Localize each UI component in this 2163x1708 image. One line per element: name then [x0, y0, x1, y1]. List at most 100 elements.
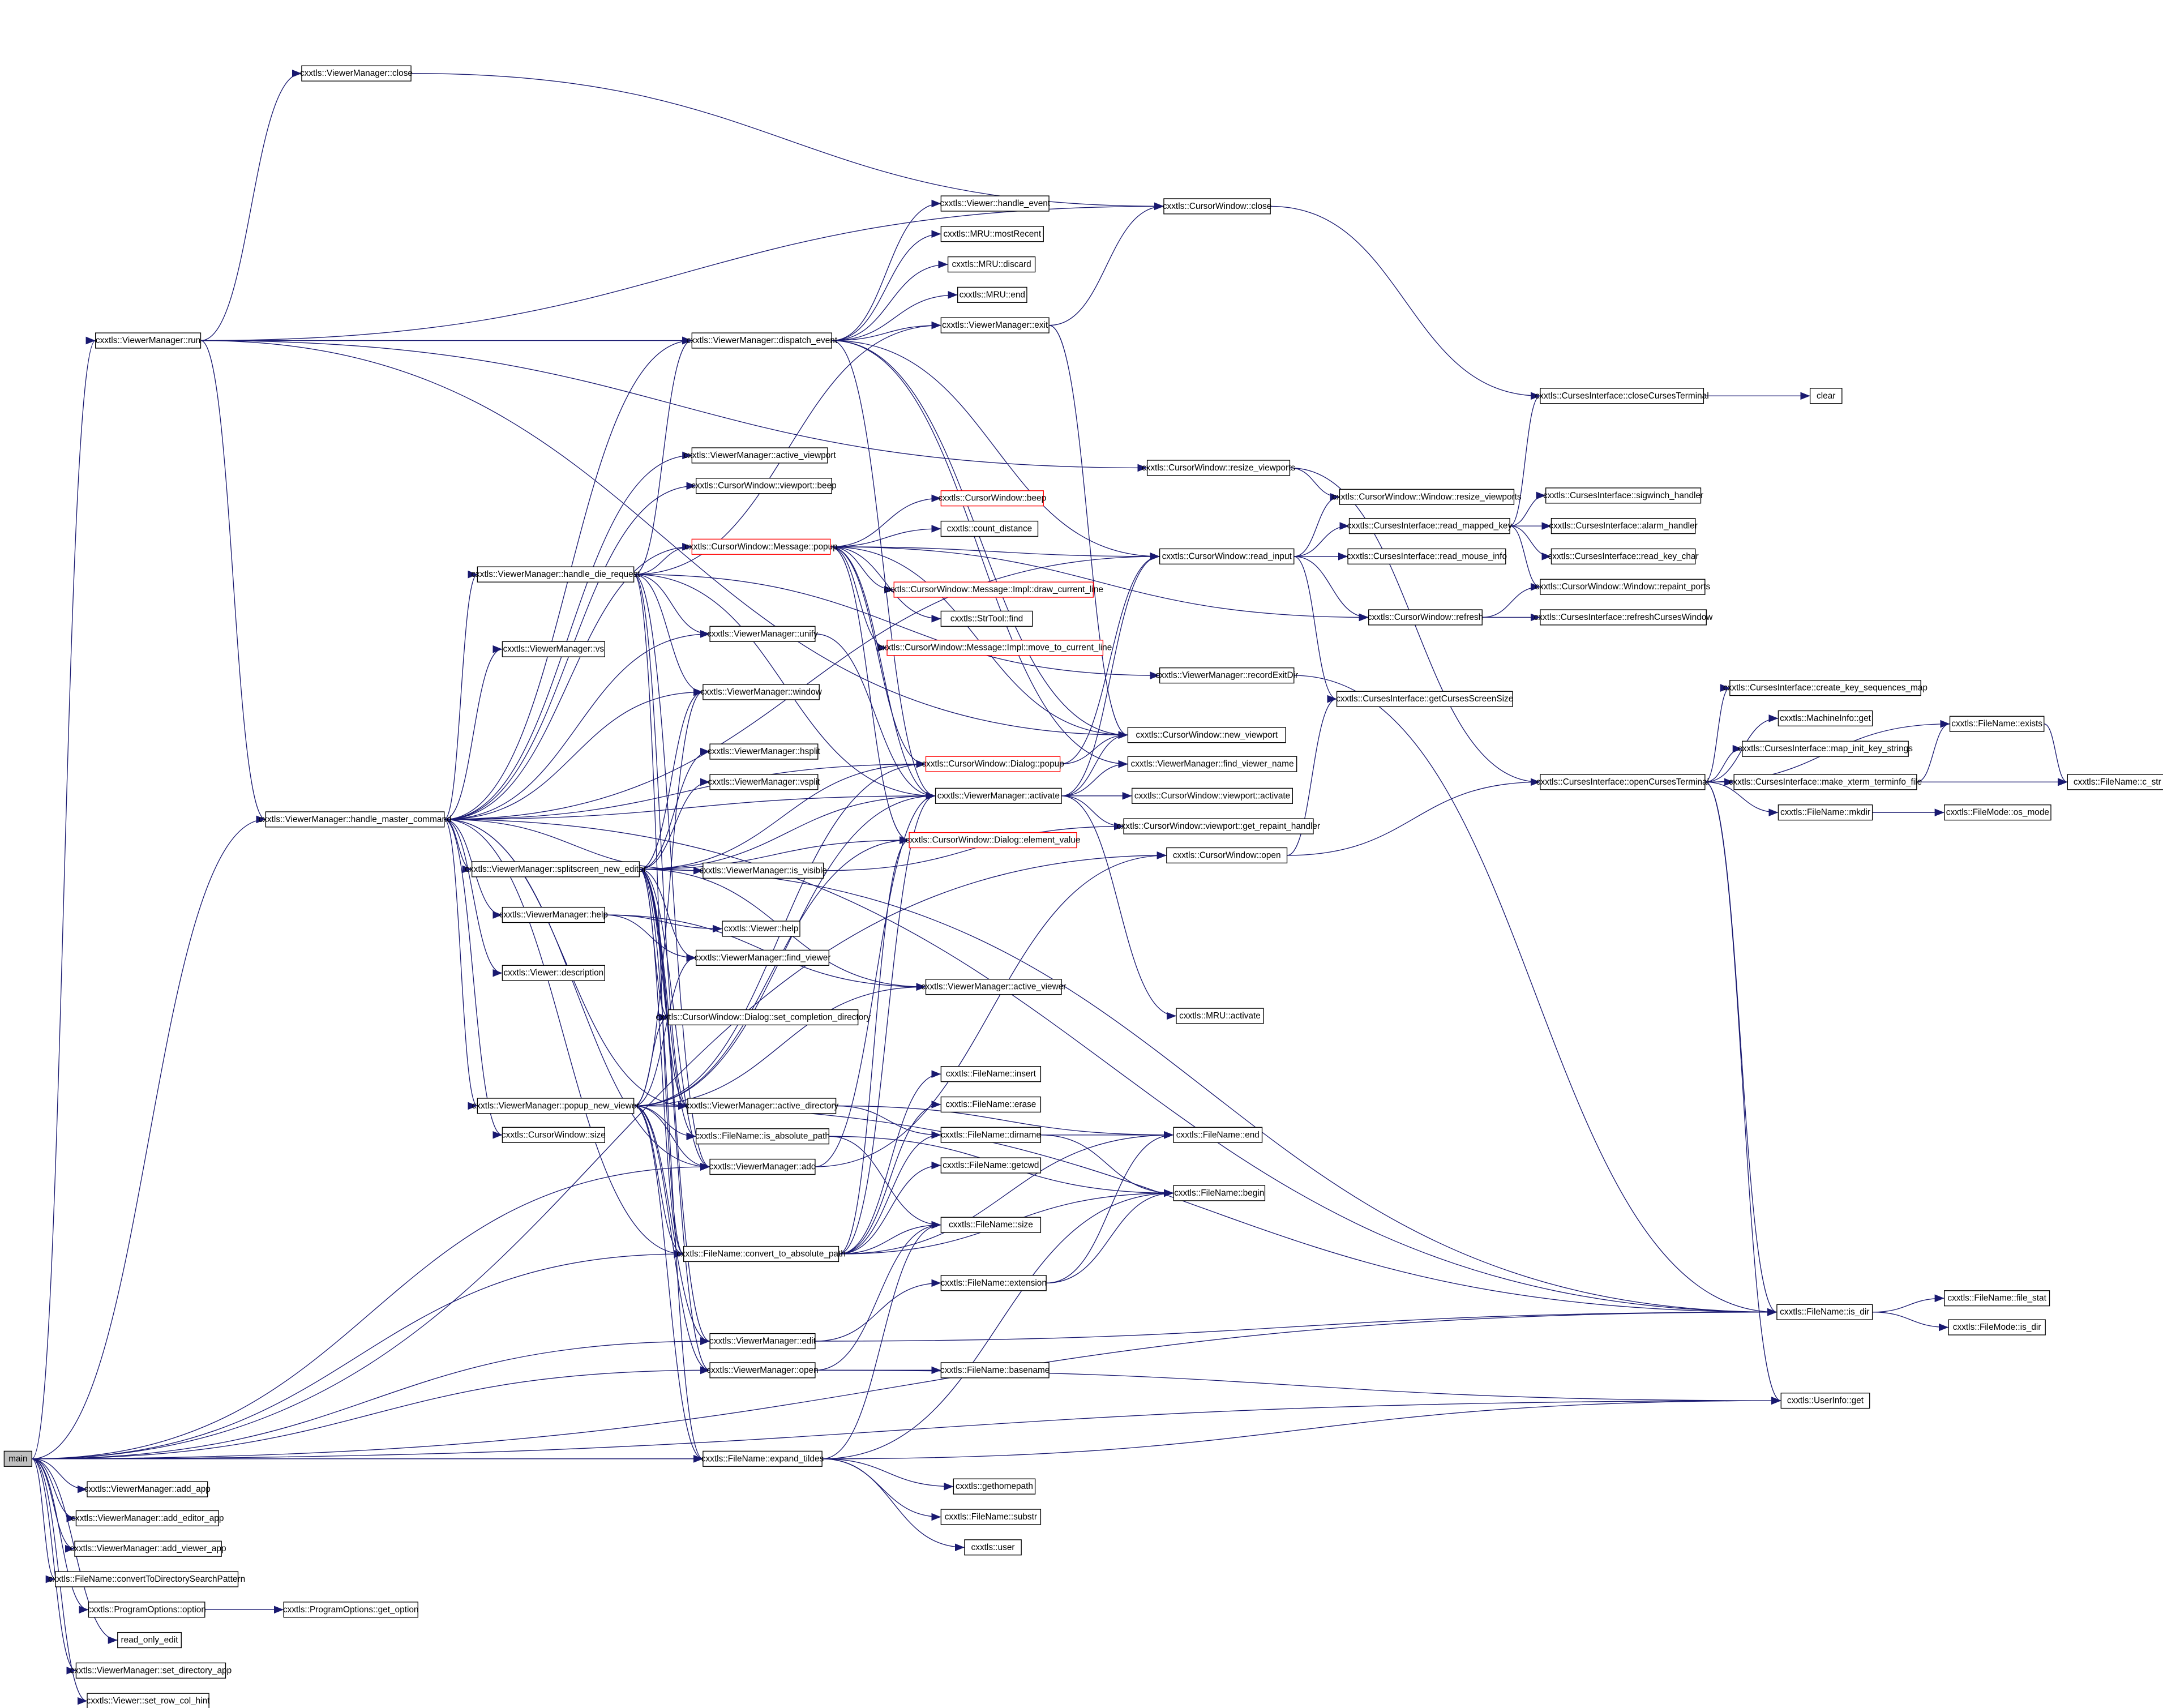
- function-node-vm-popup-new[interactable]: cxxtls::ViewerManager::popup_new_viewer: [472, 1098, 640, 1114]
- function-node-dlg-popup[interactable]: cxxtls::CursorWindow::Dialog::popup: [922, 756, 1064, 772]
- function-node-dlg-setdir[interactable]: cxxtls::CursorWindow::Dialog::set_comple…: [656, 1009, 871, 1026]
- function-node-machine-get[interactable]: cxxtls::MachineInfo::get: [1777, 710, 1873, 727]
- function-node-read-only[interactable]: read_only_edit: [117, 1632, 182, 1649]
- function-node-ci-sigwinch[interactable]: cxxtls::CursesInterface::sigwinch_handle…: [1543, 487, 1703, 504]
- function-node-vm-add-editor[interactable]: cxxtls::ViewerManager::add_editor_app: [71, 1510, 224, 1527]
- function-node-fn-ext[interactable]: cxxtls::FileName::extension: [941, 1275, 1047, 1291]
- function-node-mru-recent[interactable]: cxxtls::MRU::mostRecent: [940, 226, 1044, 242]
- function-node-mru-activate[interactable]: cxxtls::MRU::activate: [1176, 1008, 1264, 1024]
- function-node-vm-hmc[interactable]: cxxtls::ViewerManager::handle_master_com…: [259, 811, 452, 828]
- function-node-ci-mapinit[interactable]: cxxtls::CursesInterface::map_init_key_st…: [1738, 740, 1913, 757]
- function-node-fn-isabs[interactable]: cxxtls::FileName::is_absolute_path: [695, 1128, 830, 1145]
- function-node-vm-window[interactable]: cxxtls::ViewerManager::window: [700, 684, 823, 700]
- function-node-msg-move[interactable]: cxxtls::CursorWindow::Message::Impl::mov…: [878, 640, 1112, 656]
- function-node-viewer-desc[interactable]: cxxtls::Viewer::description: [502, 965, 605, 981]
- function-node-fn-mkdir[interactable]: cxxtls::FileName::mkdir: [1777, 804, 1873, 821]
- function-node-viewer-help[interactable]: cxxtls::Viewer::help: [722, 921, 800, 937]
- function-node-fn-substr[interactable]: cxxtls::FileName::substr: [940, 1509, 1042, 1525]
- function-node-vm-run[interactable]: cxxtls::ViewerManager::run: [95, 332, 202, 349]
- function-node-vm-die[interactable]: cxxtls::ViewerManager::handle_die_reques…: [471, 566, 640, 583]
- function-node-fn-dirname[interactable]: cxxtls::FileName::dirname: [940, 1127, 1042, 1143]
- function-node-cw-refresh[interactable]: cxxtls::CursorWindow::refresh: [1368, 609, 1483, 626]
- function-node-vm-vs[interactable]: cxxtls::ViewerManager::vs: [502, 641, 605, 657]
- function-node-dlg-elem[interactable]: cxxtls::CursorWindow::Dialog::element_va…: [906, 832, 1081, 849]
- function-node-vm-split[interactable]: cxxtls::ViewerManager::splitscreen_new_e…: [465, 861, 646, 877]
- function-node-fn-stat[interactable]: cxxtls::FileName::file_stat: [1944, 1290, 2050, 1307]
- function-node-ci-keychar[interactable]: cxxtls::CursesInterface::read_key_char: [1548, 548, 1699, 565]
- function-node-ci-read-mapped[interactable]: cxxtls::CursesInterface::read_mapped_key: [1347, 517, 1512, 534]
- function-node-fn-expand[interactable]: cxxtls::FileName::expand_tildes: [701, 1450, 824, 1467]
- function-node-fn-getcwd[interactable]: cxxtls::FileName::getcwd: [940, 1157, 1042, 1174]
- function-node-ci-mouse[interactable]: cxxtls::CursesInterface::read_mouse_info: [1347, 548, 1507, 565]
- function-node-ci-refresh[interactable]: cxxtls::CursesInterface::refreshCursesWi…: [1534, 609, 1713, 626]
- function-node-mru-discard[interactable]: cxxtls::MRU::discard: [947, 256, 1036, 273]
- function-node-msg-draw[interactable]: cxxtls::CursorWindow::Message::Impl::dra…: [884, 581, 1103, 598]
- function-node-cw-read-input[interactable]: cxxtls::CursorWindow::read_input: [1159, 548, 1295, 565]
- function-node-fn-size[interactable]: cxxtls::FileName::size: [940, 1217, 1042, 1233]
- function-node-gethomepath[interactable]: cxxtls::gethomepath: [953, 1478, 1036, 1495]
- function-node-vm-visible[interactable]: cxxtls::ViewerManager::is_visible: [699, 862, 827, 879]
- function-node-ci-keyseq[interactable]: cxxtls::CursesInterface::create_key_sequ…: [1723, 680, 1928, 696]
- function-node-fn-convdir[interactable]: cxxtls::FileName::convertToDirectorySear…: [48, 1571, 245, 1587]
- function-node-vm-close[interactable]: cxxtls::ViewerManager::close: [300, 65, 413, 82]
- function-node-cw-size[interactable]: cxxtls::CursorWindow::size: [502, 1127, 606, 1143]
- function-node-vm-edit[interactable]: cxxtls::ViewerManager::edit: [709, 1333, 816, 1350]
- function-node-cw-open[interactable]: cxxtls::CursorWindow::open: [1166, 847, 1288, 864]
- function-node-fn-isdir[interactable]: cxxtls::FileName::is_dir: [1776, 1304, 1873, 1320]
- function-node-ci-open[interactable]: cxxtls::CursesInterface::openCursesTermi…: [1536, 774, 1709, 790]
- function-node-vm-unify[interactable]: cxxtls::ViewerManager::unify: [707, 626, 818, 642]
- function-node-cw-vp-beep[interactable]: cxxtls::CursorWindow::viewport::beep: [691, 478, 837, 494]
- function-node-ci-alarm[interactable]: cxxtls::CursesInterface::alarm_handler: [1549, 517, 1698, 534]
- function-node-vm-vsplit[interactable]: cxxtls::ViewerManager::vsplit: [708, 774, 820, 790]
- function-node-count-distance[interactable]: cxxtls::count_distance: [940, 520, 1039, 537]
- function-node-vm-active-dir[interactable]: cxxtls::ViewerManager::active_directory: [685, 1098, 839, 1114]
- function-node-vm-find-viewer[interactable]: cxxtls::ViewerManager::find_viewer: [695, 949, 831, 966]
- function-node-user[interactable]: cxxtls::user: [964, 1539, 1022, 1556]
- function-node-vm-exit[interactable]: cxxtls::ViewerManager::exit: [940, 317, 1050, 333]
- function-node-userinfo-get[interactable]: cxxtls::UserInfo::get: [1780, 1393, 1870, 1409]
- function-node-viewer-handle[interactable]: cxxtls::Viewer::handle_event: [940, 195, 1051, 212]
- function-node-viewer-hint[interactable]: cxxtls::Viewer::set_row_col_hint: [87, 1693, 211, 1708]
- function-node-vm-add-app[interactable]: cxxtls::ViewerManager::add_app: [84, 1481, 211, 1497]
- function-node-cw-win-resize[interactable]: cxxtls::CursorWindow::Window::resize_vie…: [1332, 489, 1522, 505]
- function-node-po-option[interactable]: cxxtls::ProgramOptions::option: [87, 1602, 206, 1618]
- function-node-cw-repaint-ports[interactable]: cxxtls::CursorWindow::Window::repaint_po…: [1535, 579, 1711, 595]
- function-node-fm-osmode[interactable]: cxxtls::FileMode::os_mode: [1944, 804, 2051, 821]
- function-node-fn-basename[interactable]: cxxtls::FileName::basename: [940, 1362, 1050, 1379]
- function-node-po-get[interactable]: cxxtls::ProgramOptions::get_option: [283, 1602, 419, 1618]
- function-node-cw-beep[interactable]: cxxtls::CursorWindow::beep: [938, 490, 1046, 507]
- function-node-cw-resize[interactable]: cxxtls::CursorWindow::resize_viewports: [1142, 460, 1295, 476]
- function-node-ci-screen[interactable]: cxxtls::CursesInterface::getCursesScreen…: [1336, 691, 1513, 707]
- function-node-ci-close[interactable]: cxxtls::CursesInterface::closeCursesTerm…: [1535, 388, 1709, 404]
- function-node-fn-begin[interactable]: cxxtls::FileName::begin: [1173, 1185, 1266, 1201]
- function-node-clear[interactable]: clear: [1809, 388, 1843, 404]
- function-node-vm-add-viewer[interactable]: cxxtls::ViewerManager::add_viewer_app: [70, 1540, 226, 1557]
- function-node-msg-popup[interactable]: cxxtls::CursorWindow::Message::popup: [684, 538, 838, 555]
- function-node-vm-help[interactable]: cxxtls::ViewerManager::help: [499, 906, 608, 923]
- function-node-cw-vp-repaint[interactable]: cxxtls::CursorWindow::viewport::get_repa…: [1117, 818, 1320, 834]
- function-node-fn-erase[interactable]: cxxtls::FileName::erase: [940, 1096, 1042, 1113]
- function-node-ci-xterm[interactable]: cxxtls::CursesInterface::make_xterm_term…: [1729, 774, 1922, 790]
- function-node-vm-active-viewer[interactable]: cxxtls::ViewerManager::active_viewer: [921, 979, 1066, 995]
- function-node-vm-add[interactable]: cxxtls::ViewerManager::add: [709, 1158, 816, 1175]
- function-node-fm-isdir[interactable]: cxxtls::FileMode::is_dir: [1948, 1319, 2046, 1335]
- function-node-cw-vp-activate[interactable]: cxxtls::CursorWindow::viewport::activate: [1132, 787, 1293, 804]
- function-node-main[interactable]: main: [3, 1450, 32, 1467]
- function-node-vm-dispatch[interactable]: cxxtls::ViewerManager::dispatch_event: [686, 332, 838, 349]
- function-node-fn-end[interactable]: cxxtls::FileName::end: [1173, 1127, 1263, 1143]
- function-node-vm-setdir[interactable]: cxxtls::ViewerManager::set_directory_app: [70, 1662, 232, 1679]
- function-node-vm-active-viewport[interactable]: cxxtls::ViewerManager::active_viewport: [684, 447, 837, 464]
- function-node-strtool-find[interactable]: cxxtls::StrTool::find: [940, 610, 1033, 627]
- function-node-mru-end[interactable]: cxxtls::MRU::end: [957, 286, 1027, 303]
- function-node-fn-cstr[interactable]: cxxtls::FileName::c_str: [2067, 774, 2163, 790]
- function-node-fn-exists[interactable]: cxxtls::FileName::exists: [1949, 716, 2045, 732]
- function-node-vm-open[interactable]: cxxtls::ViewerManager::open: [706, 1362, 819, 1379]
- function-node-vm-record[interactable]: cxxtls::ViewerManager::recordExitDir: [1155, 667, 1298, 684]
- function-node-fn-insert[interactable]: cxxtls::FileName::insert: [940, 1066, 1042, 1082]
- function-node-cw-close[interactable]: cxxtls::CursorWindow::close: [1163, 198, 1271, 215]
- function-node-vm-activate[interactable]: cxxtls::ViewerManager::activate: [935, 787, 1062, 804]
- function-node-vm-find-name[interactable]: cxxtls::ViewerManager::find_viewer_name: [1127, 756, 1297, 772]
- function-node-vm-hsplit[interactable]: cxxtls::ViewerManager::hsplit: [708, 743, 821, 760]
- function-node-fn-convert[interactable]: cxxtls::FileName::convert_to_absolute_pa…: [676, 1245, 846, 1262]
- function-node-cw-new-vp[interactable]: cxxtls::CursorWindow::new_viewport: [1127, 727, 1286, 743]
